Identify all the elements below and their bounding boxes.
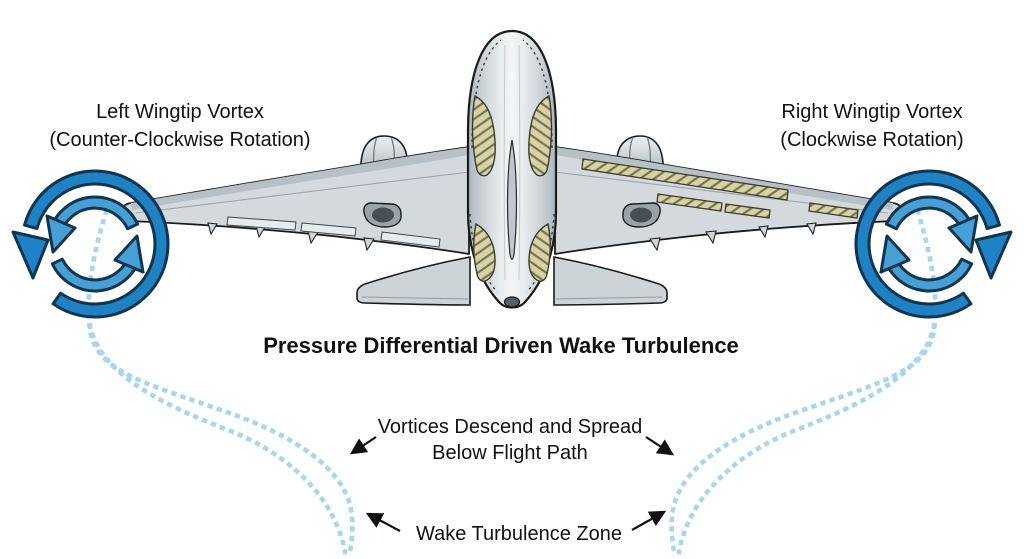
descend-arrow-right [645,436,675,456]
descend-arrow-left [349,436,377,455]
aircraft-illustration [119,29,905,309]
right-vortex-label-line2: (Clockwise Rotation) [780,129,963,151]
wake-zone-arrow-left [365,512,401,532]
vertical-fin [506,139,518,260]
left-wing-assembly [119,135,471,306]
wake-zone-label: Wake Turbulence Zone [416,523,622,545]
left-wing-spoilers [226,216,441,248]
descend-label-line2: Below Flight Path [432,442,588,464]
wake-zone-arrow-right [631,510,667,531]
annotation-arrows [349,436,675,532]
right-wing-assembly [553,135,905,306]
right-wing-slats [581,158,859,219]
left-vortex-label-line2: (Counter-Clockwise Rotation) [49,129,310,151]
right-vortex-label-line1: Right Wingtip Vortex [781,101,962,123]
diagram-title: Pressure Differential Driven Wake Turbul… [263,333,739,358]
descend-label-line1: Vortices Descend and Spread [378,416,643,438]
left-vortex-label-line1: Left Wingtip Vortex [96,101,264,123]
tail-cone [503,296,521,308]
